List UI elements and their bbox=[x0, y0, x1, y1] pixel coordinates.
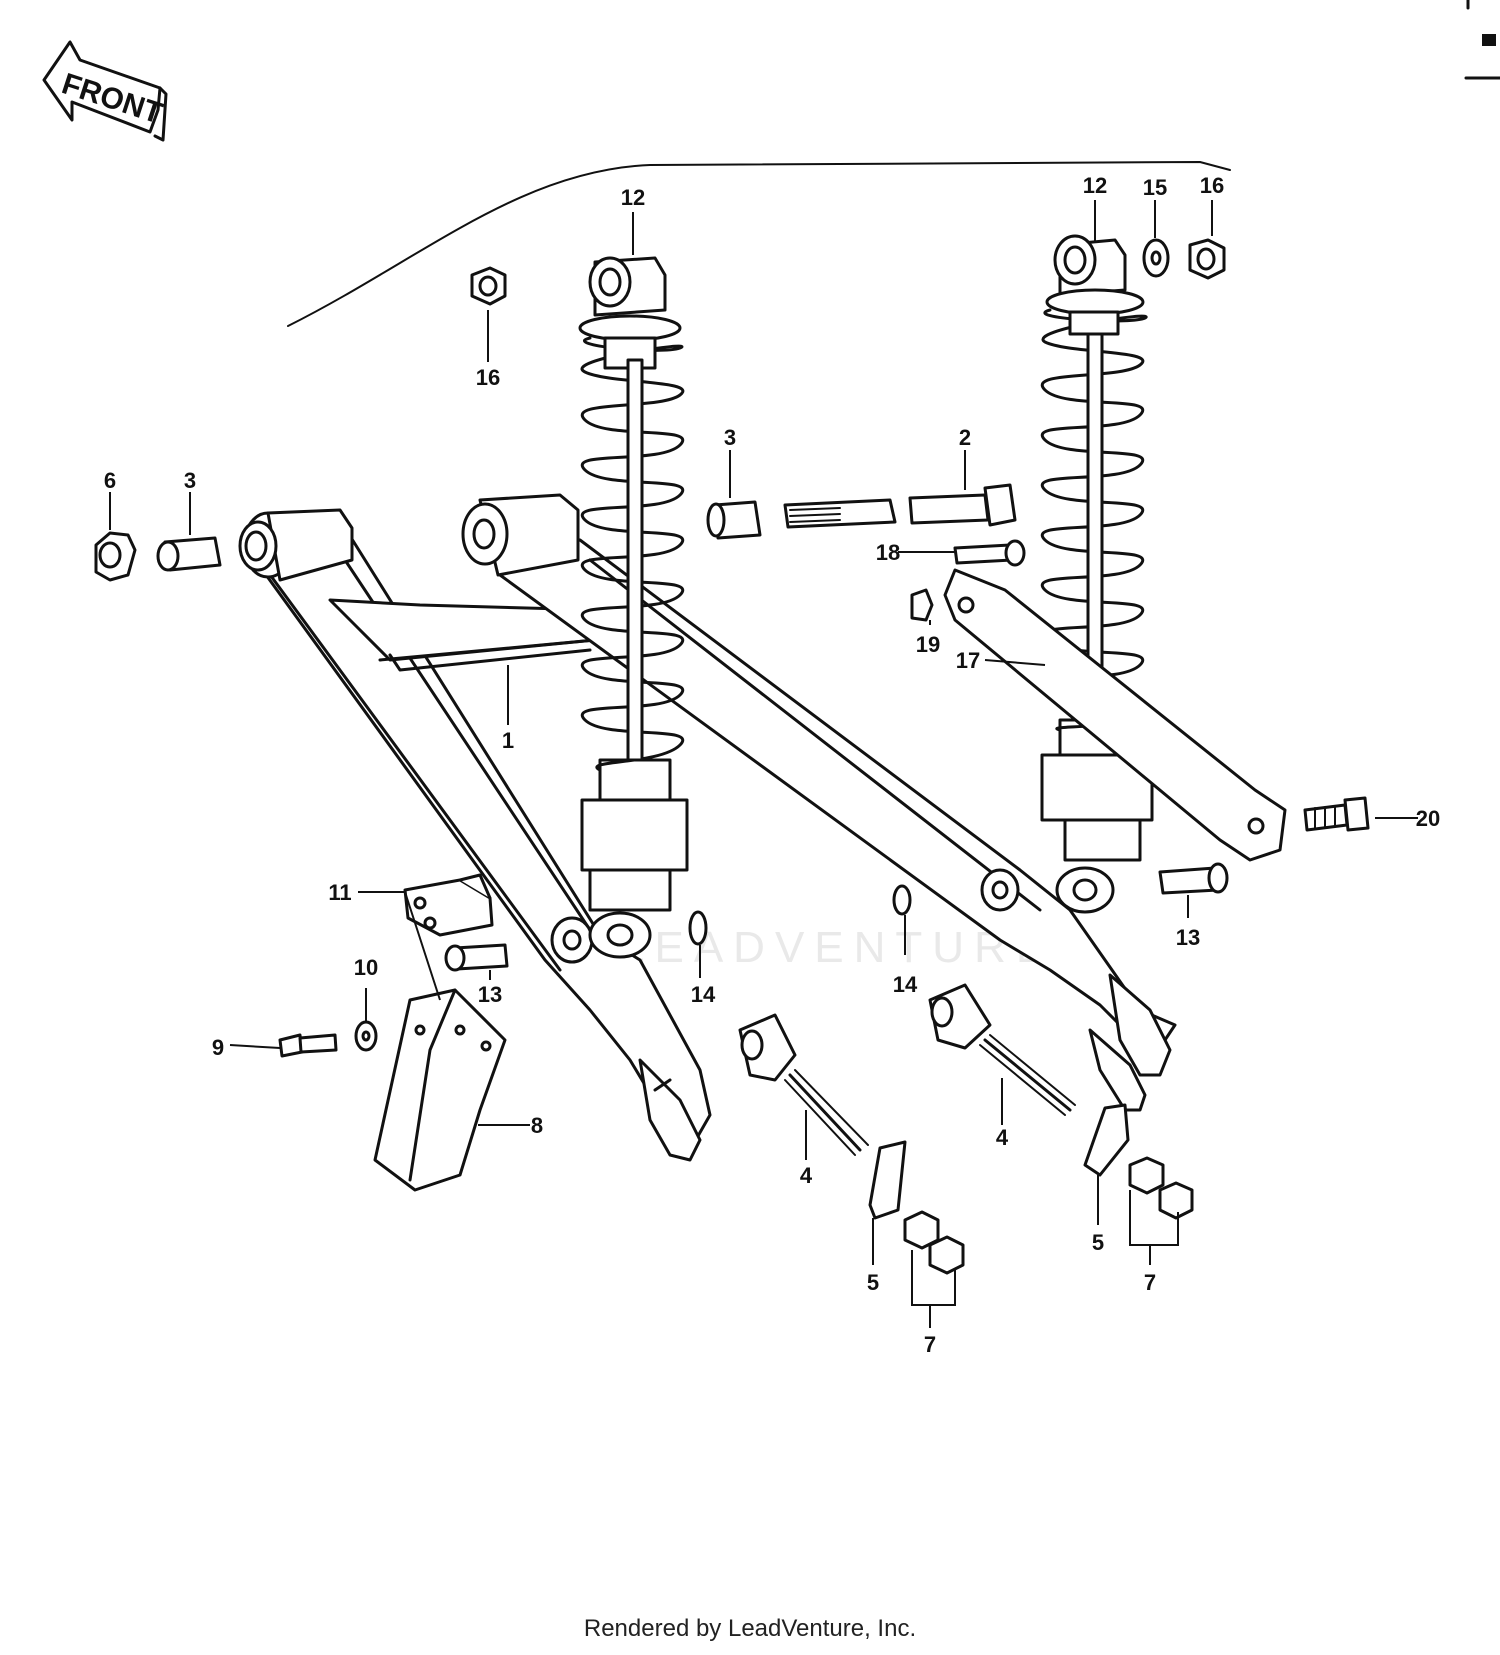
callout-16: 16 bbox=[476, 365, 500, 390]
callout-4: 4 bbox=[996, 1125, 1009, 1150]
washer-15-icon bbox=[1142, 238, 1170, 278]
collar-3-right-icon bbox=[706, 500, 762, 540]
callout-13: 13 bbox=[478, 982, 502, 1007]
bolt-18-icon bbox=[953, 539, 1026, 567]
callout-10: 10 bbox=[354, 955, 378, 980]
nut-7-right-pair-icon bbox=[1128, 1156, 1194, 1220]
callout-4: 4 bbox=[800, 1163, 813, 1188]
nut-19-icon bbox=[910, 588, 934, 622]
chain-adjuster-4-right-icon bbox=[928, 983, 1076, 1116]
callout-16: 16 bbox=[1200, 173, 1224, 198]
nut-6-icon bbox=[94, 531, 137, 582]
left-shock-absorber bbox=[578, 256, 689, 959]
callout-14: 14 bbox=[691, 982, 716, 1007]
callout-7: 7 bbox=[1144, 1270, 1156, 1295]
chain-guide-8-icon bbox=[373, 988, 507, 1192]
callout-11: 11 bbox=[328, 880, 351, 905]
adjuster-block-5-right-icon bbox=[1083, 1103, 1130, 1177]
frame-outline bbox=[287, 161, 1231, 327]
clamp-11-icon bbox=[403, 873, 494, 937]
callout-3: 3 bbox=[184, 468, 196, 493]
swingarm bbox=[238, 493, 1177, 1162]
front-arrow-icon: FRONT bbox=[42, 40, 168, 142]
callout-18: 18 bbox=[876, 540, 900, 565]
callout-15: 15 bbox=[1143, 175, 1167, 200]
page-corner-marks bbox=[1464, 0, 1500, 80]
callout-8: 8 bbox=[531, 1113, 543, 1138]
bolt-20-icon bbox=[1303, 796, 1370, 832]
callout-9: 9 bbox=[212, 1035, 224, 1060]
callout-3: 3 bbox=[724, 425, 736, 450]
chain-adjuster-4-left-icon bbox=[738, 1013, 869, 1156]
callout-7: 7 bbox=[924, 1332, 936, 1357]
callout-12: 12 bbox=[621, 185, 645, 210]
callout-12: 12 bbox=[1083, 173, 1107, 198]
collar-3-left-icon bbox=[156, 536, 222, 572]
clip-14-right-icon bbox=[892, 884, 912, 916]
right-shock-absorber bbox=[1040, 234, 1154, 914]
bolt-9-icon bbox=[278, 1033, 338, 1058]
callout-2: 2 bbox=[959, 425, 971, 450]
clip-14-left-icon bbox=[688, 910, 708, 946]
footer-credit: Rendered by LeadVenture, Inc. bbox=[583, 1615, 917, 1642]
washer-10-icon bbox=[354, 1020, 378, 1052]
nut-7-left-pair-icon bbox=[903, 1210, 965, 1275]
callout-19: 19 bbox=[916, 632, 940, 657]
callout-6: 6 bbox=[104, 468, 116, 493]
adjuster-block-5-left-icon bbox=[868, 1140, 907, 1220]
pin-13-right-icon bbox=[1158, 862, 1229, 895]
pin-13-left-icon bbox=[444, 943, 509, 972]
leader-lines bbox=[109, 200, 1418, 1328]
callout-1: 1 bbox=[502, 728, 514, 753]
callout-17: 17 bbox=[956, 648, 980, 673]
callout-14: 14 bbox=[893, 972, 918, 997]
pivot-bolt-2-icon bbox=[783, 483, 1017, 529]
callout-labels: 12 12 15 16 16 3 2 3 6 18 19 17 1 20 13 … bbox=[104, 173, 1440, 1357]
nut-16-top-icon bbox=[470, 266, 507, 306]
nut-16-right-icon bbox=[1188, 238, 1226, 280]
callout-5: 5 bbox=[867, 1270, 879, 1295]
callout-5: 5 bbox=[1092, 1230, 1104, 1255]
callout-13: 13 bbox=[1176, 925, 1200, 950]
callout-20: 20 bbox=[1416, 806, 1440, 831]
chain-guard bbox=[943, 568, 1287, 862]
